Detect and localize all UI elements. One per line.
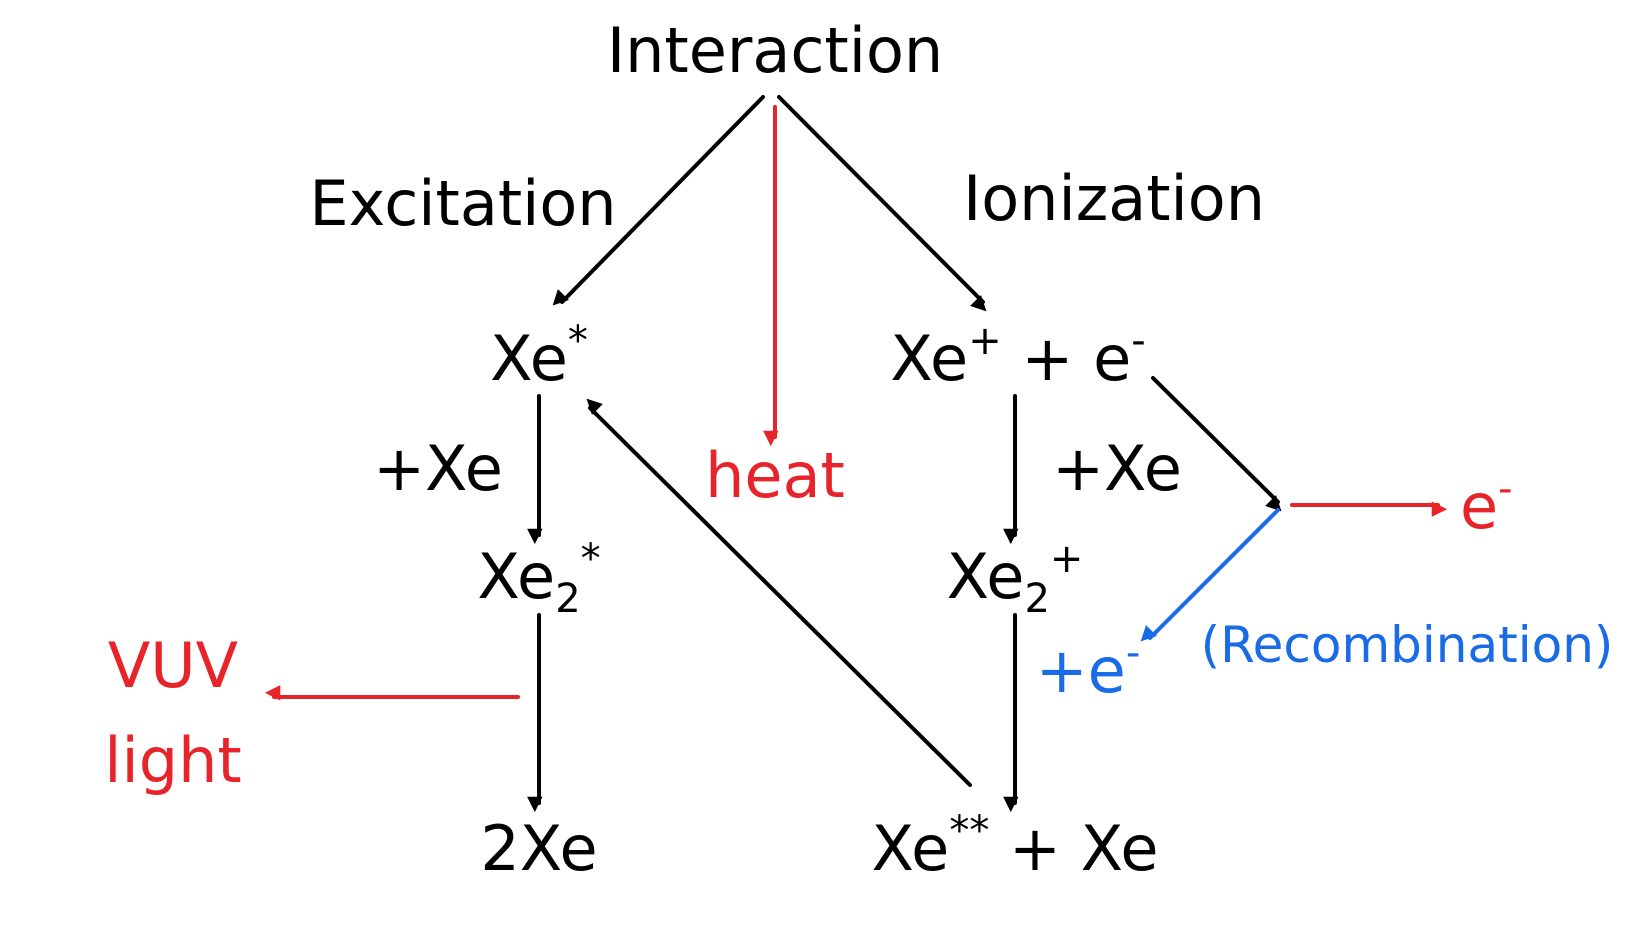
label-plus-xe-left: +Xe [373, 432, 503, 505]
arrow-interaction-to-ionized [777, 95, 987, 312]
species-xe-ion-sup: + [968, 318, 1002, 364]
species-xe2-ion-base: Xe [947, 540, 1025, 613]
label-ionization: Ionization [963, 162, 1265, 235]
species-xe-double-excited-sup: ** [949, 808, 989, 854]
label-plus-electron-sup: - [1126, 630, 1140, 676]
labels: Interaction Excitation Ionization Xe* Xe… [104, 14, 1613, 885]
species-xe2-excimer: Xe2* [477, 536, 600, 622]
arrow-electron-to-junction [1151, 376, 1282, 512]
species-two-xe: 2Xe [480, 812, 597, 885]
label-light: light [104, 724, 241, 797]
label-recombination: (Recombination) [1201, 616, 1614, 674]
species-xe-excited-sup: * [568, 318, 588, 364]
label-plus-electron: +e- [1036, 630, 1141, 707]
species-xe2-ion-sup: + [1050, 536, 1084, 582]
label-vuv: VUV [108, 629, 238, 702]
label-free-electron-sup: - [1498, 466, 1512, 512]
label-heat: heat [705, 439, 845, 512]
species-xe2-excimer-base: Xe [477, 540, 555, 613]
species-xe2-excimer-sup: * [581, 536, 601, 582]
species-xe-ion-rest: + e [1002, 322, 1132, 395]
species-electron-sup: - [1131, 318, 1145, 364]
species-xe2-excimer-sub: 2 [555, 576, 580, 622]
species-xe-double-excited-rest: + Xe [989, 812, 1158, 885]
species-xe-excited-base: Xe [490, 322, 568, 395]
species-xe-ion-electron: Xe+ + e- [890, 318, 1145, 395]
species-xe-double-excited: Xe** + Xe [871, 808, 1158, 885]
label-interaction: Interaction [607, 14, 943, 87]
label-excitation: Excitation [309, 167, 616, 240]
species-xe2-ion-sub: 2 [1024, 576, 1049, 622]
arrow-junction-to-recombination [1140, 508, 1280, 642]
species-xe-double-excited-base: Xe [871, 812, 949, 885]
label-free-electron: e- [1460, 466, 1513, 543]
arrow-interaction-to-excited [552, 95, 765, 306]
species-xe-excited: Xe* [490, 318, 588, 395]
label-plus-xe-right: +Xe [1052, 432, 1182, 505]
label-plus-electron-base: +e [1036, 634, 1126, 707]
arrows [264, 95, 1448, 813]
label-free-electron-base: e [1460, 470, 1498, 543]
species-xe-ion-base: Xe [890, 322, 968, 395]
arrow-double-excited-to-excited [586, 398, 972, 787]
species-xe2-ion: Xe2+ [947, 536, 1084, 622]
